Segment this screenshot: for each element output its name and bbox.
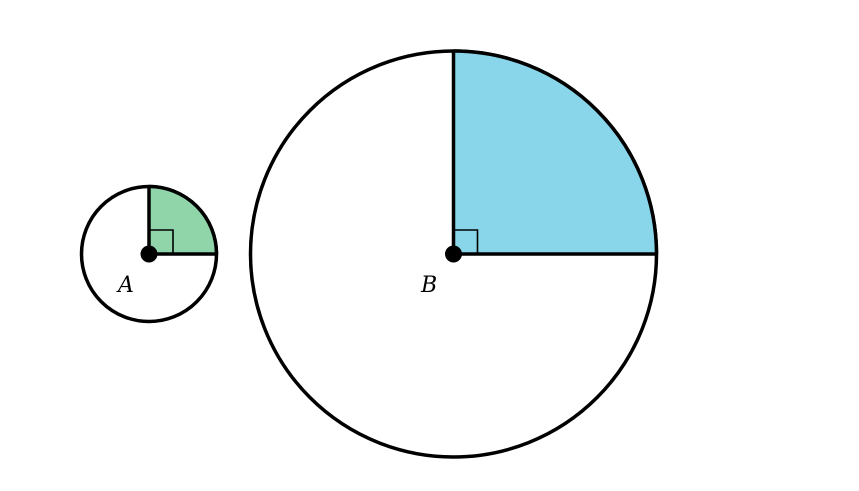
circle-a-group: A	[79, 184, 219, 324]
circle-b-sector-arc	[453, 49, 659, 255]
circle-b-group: B	[248, 49, 659, 459]
circle-a-right-angle-mark	[149, 229, 174, 254]
circle-a-quarter-sector	[149, 186, 217, 254]
circle-a-sector-arc	[148, 184, 219, 255]
circle-b-right-angle-mark	[453, 229, 479, 254]
circle-a-label: A	[116, 273, 134, 298]
circle-b-center-point	[445, 245, 462, 263]
circle-a-center-point	[140, 245, 158, 263]
circle-b-label: B	[420, 273, 437, 298]
circle-b-quarter-sector	[453, 51, 657, 254]
